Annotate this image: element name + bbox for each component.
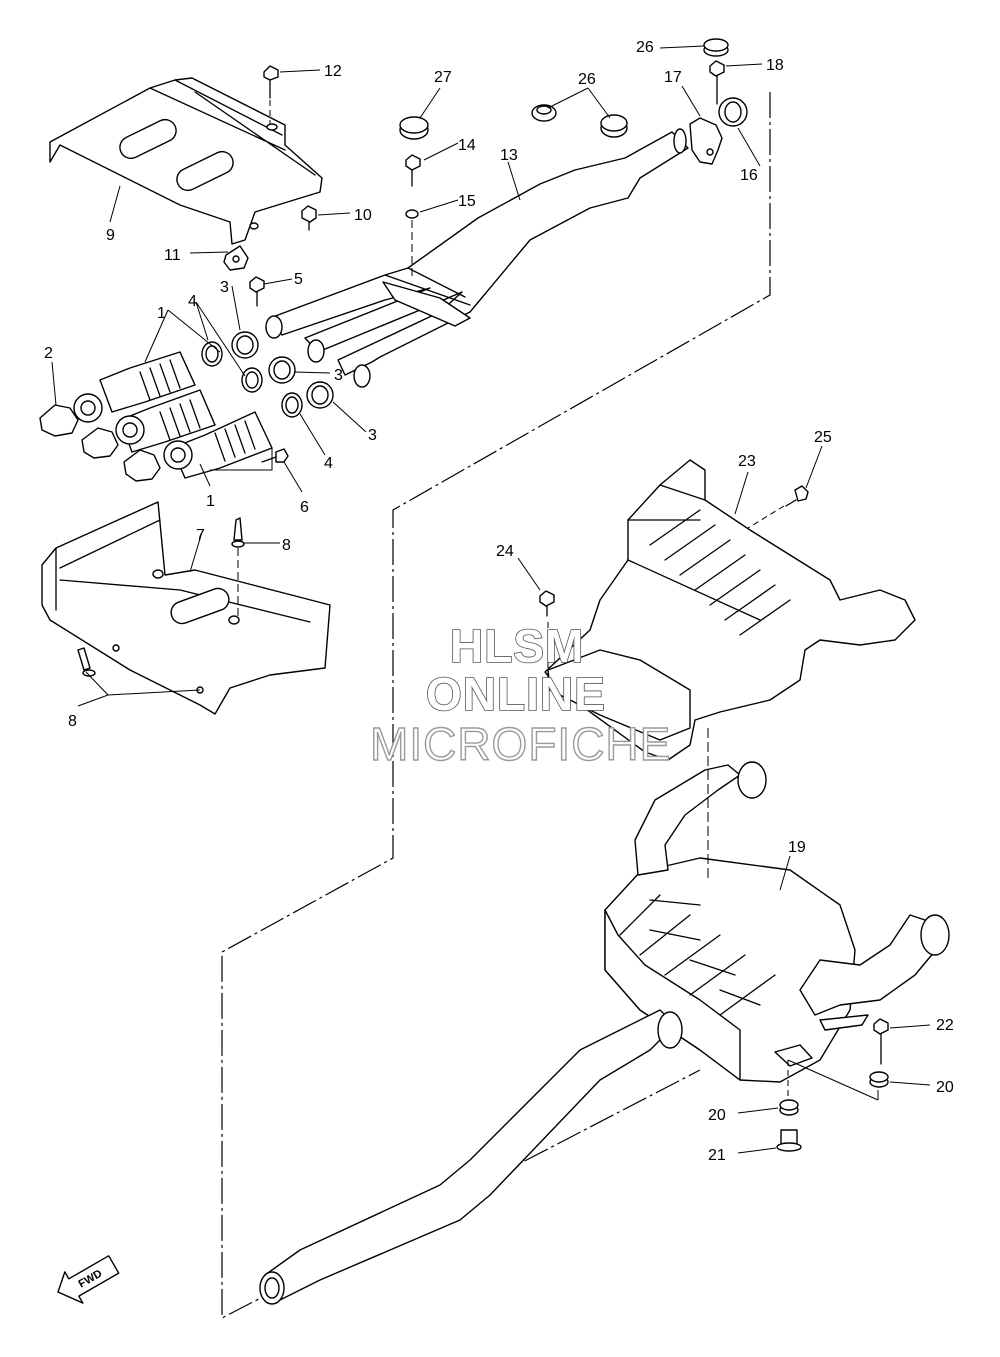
fwd-direction-badge: FWD bbox=[57, 1255, 120, 1304]
watermark-line3: MICROFICHE bbox=[370, 718, 671, 770]
callout-4a: 4 bbox=[188, 293, 197, 310]
grommet-26-right bbox=[600, 114, 628, 138]
muffler-assembly bbox=[259, 761, 950, 1305]
bracket-11 bbox=[223, 245, 249, 271]
lower-heat-shield bbox=[41, 501, 331, 715]
seal-ring-4-a bbox=[201, 341, 223, 367]
callout-7: 7 bbox=[196, 527, 205, 544]
callout-18: 18 bbox=[766, 57, 784, 74]
callout-1a: 1 bbox=[157, 305, 166, 322]
callout-5: 5 bbox=[294, 271, 303, 288]
callout-9: 9 bbox=[106, 227, 115, 244]
callout-24: 24 bbox=[496, 543, 514, 560]
washer-15 bbox=[405, 209, 419, 280]
bolt-14 bbox=[405, 154, 421, 187]
bolt-6 bbox=[261, 448, 289, 463]
callout-11: 11 bbox=[164, 247, 181, 264]
callout-8a: 8 bbox=[282, 537, 291, 554]
callout-26a: 26 bbox=[636, 39, 654, 56]
callout-6: 6 bbox=[300, 499, 309, 516]
grommet-27 bbox=[399, 116, 429, 140]
leader-lines bbox=[51, 45, 931, 1154]
grommet-26-left bbox=[531, 104, 557, 122]
watermark-line2: ONLINE bbox=[426, 668, 606, 720]
callout-10: 10 bbox=[354, 207, 372, 224]
callout-13: 13 bbox=[500, 147, 518, 164]
muffler-heat-shield bbox=[544, 459, 916, 761]
clamp-3-a bbox=[231, 331, 259, 359]
callout-12: 12 bbox=[324, 63, 342, 80]
callout-21: 21 bbox=[708, 1147, 726, 1164]
callout-labels: 1 1 2 3 3 3 4 4 5 6 7 8 8 9 10 11 12 13 … bbox=[44, 39, 954, 1164]
callout-27: 27 bbox=[434, 69, 452, 86]
collar-bolt-21 bbox=[776, 1129, 802, 1152]
callout-4b: 4 bbox=[324, 455, 333, 472]
callout-22: 22 bbox=[936, 1017, 954, 1034]
bolt-10 bbox=[301, 205, 317, 231]
callout-15: 15 bbox=[458, 193, 476, 210]
callout-26b: 26 bbox=[578, 71, 596, 88]
flange-gaskets bbox=[39, 393, 193, 482]
callout-14: 14 bbox=[458, 137, 476, 154]
bolt-22 bbox=[873, 1018, 889, 1065]
callout-17: 17 bbox=[664, 69, 682, 86]
grommet-20-right bbox=[869, 1071, 889, 1088]
bolt-18 bbox=[709, 60, 725, 105]
clamp-3-b bbox=[268, 356, 296, 384]
callout-16: 16 bbox=[740, 167, 758, 184]
bolt-25 bbox=[785, 485, 809, 507]
callout-1b: 1 bbox=[206, 493, 215, 510]
callout-3a: 3 bbox=[220, 279, 229, 296]
grommet-26-top bbox=[703, 38, 729, 57]
seal-ring-4-c bbox=[281, 392, 303, 418]
assembly-boundary-line bbox=[221, 92, 771, 1319]
bolt-12 bbox=[263, 65, 279, 124]
clamp-3-c bbox=[306, 381, 334, 409]
watermark: HLSM ONLINE MICROFICHE bbox=[369, 619, 671, 771]
seal-ring-4-b bbox=[241, 367, 263, 393]
callout-19: 19 bbox=[788, 839, 806, 856]
bolt-24 bbox=[539, 590, 555, 617]
grommet-20-left bbox=[779, 1099, 799, 1116]
callout-20b: 20 bbox=[708, 1107, 726, 1124]
flex-pipes bbox=[99, 351, 273, 479]
collar-16 bbox=[718, 97, 748, 127]
y-pipe bbox=[265, 128, 689, 388]
bolt-5 bbox=[249, 276, 265, 307]
callout-2: 2 bbox=[44, 345, 53, 362]
callout-25: 25 bbox=[814, 429, 832, 446]
callout-3b: 3 bbox=[334, 367, 343, 384]
callout-23: 23 bbox=[738, 453, 756, 470]
callout-8b: 8 bbox=[68, 713, 77, 730]
hanger-clamp-17 bbox=[689, 117, 723, 165]
watermark-line1: HLSM bbox=[450, 620, 584, 672]
rivet-8-top bbox=[231, 517, 245, 620]
rivet-8-bottom bbox=[77, 647, 96, 677]
callout-20a: 20 bbox=[936, 1079, 954, 1096]
upper-heat-shield bbox=[49, 77, 323, 245]
callout-3c: 3 bbox=[368, 427, 377, 444]
